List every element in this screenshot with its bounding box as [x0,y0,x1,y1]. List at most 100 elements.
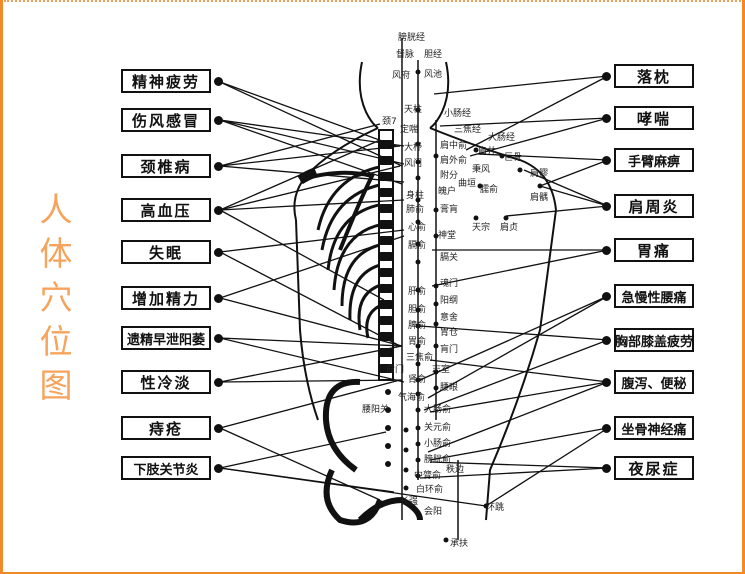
acu-label: 胆经 [424,48,442,60]
side-title: 人 体 穴 位 图 [36,188,76,408]
acu-label: 命门 [386,363,404,375]
acu-label: 附分 [440,169,458,181]
acu-label: 承扶 [450,537,468,549]
acu-label: 环跳 [486,501,504,513]
connector-dot [602,156,611,165]
sacrum-dots [385,389,409,491]
connector-dot [214,378,223,387]
label-diarrhea-constipation: 腹泻、便秘 [614,370,694,394]
acu-label: 督脉 [396,48,414,60]
head-left-outline [358,61,379,129]
label-frozen-shoulder: 肩周炎 [614,194,694,218]
top-dotted-border [4,0,741,5]
connector-dot [602,72,611,81]
connector-dot [214,162,223,171]
spine [378,129,394,381]
connector-dot [214,248,223,257]
acu-label: 膈关 [440,251,458,263]
connector-dot [214,294,223,303]
label-mental-fatigue: 精神疲劳 [121,69,211,93]
acu-label: 关元俞 [424,421,451,433]
acu-label: 身柱 [406,189,424,201]
acu-label: 小肠经 [444,107,471,119]
label-hemorrhoids: 痔疮 [121,416,211,440]
left-connectors [219,81,487,507]
head-right-outline [429,61,450,129]
acu-label: 巨骨 [504,152,522,163]
label-nocturia: 夜尿症 [614,456,694,480]
acu-label: 肾俞 [408,373,426,385]
acu-label: 神堂 [438,229,456,241]
connector-dot [602,114,611,123]
connector-dot [602,292,611,301]
connector-dot [602,464,611,473]
acu-label: 风池 [424,68,442,80]
acu-label: 肓门 [440,343,458,355]
acu-label: 膏肓 [440,203,458,215]
side-title-char: 人 [39,190,73,229]
acu-label: 肺俞 [406,203,424,215]
label-common-cold: 伤风感冒 [121,108,211,132]
acu-label: 臑俞 [480,183,498,195]
label-increase-energy: 增加精力 [121,286,211,310]
acu-label: 肩中俞 [440,139,467,151]
label-sexual-dysfunction: 遗精早泄阳萎 [121,326,211,350]
acu-label: 白环俞 [416,483,443,495]
acu-label: 阳纲 [440,294,458,306]
label-stomach-pain: 胃痛 [614,238,694,262]
acu-label: 胆俞 [408,303,426,315]
acu-label: 曲垣 [458,178,476,189]
acu-label: 腰阳关 [362,403,389,415]
acupoint-labels: 膀胱经 督脉 胆经 风池 风府 天柱 颈7 定喘 小肠经 三焦经 大肠经 大杼 … [362,31,548,549]
acu-label: 定喘 [400,123,418,135]
acu-label: 肩髃 [530,191,548,203]
acu-label: 中膂俞 [414,469,441,481]
label-sciatica: 坐骨神经痛 [614,416,694,440]
connector-dot [602,202,611,211]
acu-label: 天柱 [404,103,422,115]
side-title-char: 体 [39,234,73,273]
side-title-char: 穴 [39,278,73,317]
acu-label: 风门 [404,157,422,169]
acu-label: 胃俞 [408,335,426,347]
connector-dot [214,464,223,473]
connector-dot [602,246,611,255]
acu-label: 小肠俞 [424,437,451,449]
acu-label: 肩髎 [530,167,548,179]
connector-dot [602,424,611,433]
left-clavicle [297,167,318,185]
torso-right-outline [485,209,557,521]
connector-dot [602,378,611,387]
acu-label: 意舍 [440,311,458,323]
label-frigidity: 性冷淡 [121,370,211,394]
connector-dot [214,424,223,433]
acu-label: 天宗 [472,221,490,233]
right-connectors [419,75,609,507]
acu-label: 秩边 [446,464,464,475]
acu-label: 魄户 [438,185,456,197]
acu-label: 大杼 [404,141,422,153]
label-hypertension: 高血压 [121,198,211,222]
label-asthma: 哮喘 [614,106,694,130]
acu-label: 三焦俞 [406,351,433,363]
connector-dot [214,334,223,343]
label-stiff-neck: 落枕 [614,64,694,88]
acu-label: 脾俞 [408,319,426,331]
acu-label: 会阳 [424,505,442,517]
acu-label: 肝俞 [408,285,426,297]
acu-label: 心俞 [408,221,426,233]
torso-left-outline [295,219,319,421]
acu-label: 风府 [392,69,410,81]
acu-label: 膀胱经 [398,31,425,43]
acu-label: 秉风 [472,163,490,175]
acu-label: 三焦经 [454,123,481,135]
side-title-char: 图 [39,366,73,405]
acu-label: 颈7 [382,116,397,127]
label-insomnia: 失眠 [121,240,211,264]
connector-dot [214,116,223,125]
label-arm-numbness: 手臂麻痹 [614,148,694,172]
acu-label: 膈俞 [408,239,426,251]
label-leg-arthritis: 下肢关节炎 [121,456,211,480]
rib-cage [316,164,385,339]
